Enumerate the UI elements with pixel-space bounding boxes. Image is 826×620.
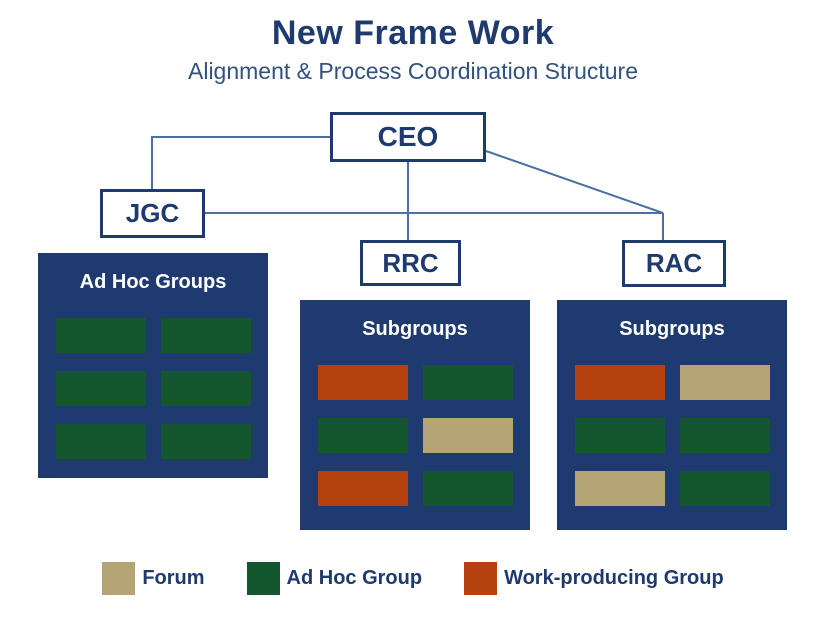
green-group-block [160, 424, 251, 459]
page-subtitle: Alignment & Process Coordination Structu… [188, 58, 638, 84]
green-group-block [679, 418, 770, 453]
red-group-block [574, 365, 665, 400]
green-group-block [317, 418, 408, 453]
node-jgc: JGC [100, 189, 205, 238]
green-group-block [55, 371, 146, 406]
blocks-grid [38, 318, 268, 459]
blocks-grid [300, 365, 530, 506]
green-group-block [422, 471, 513, 506]
green-group-block [55, 318, 146, 353]
legend-item-forum: Forum [102, 562, 205, 595]
legend-label: Forum [142, 567, 205, 589]
green-group-block [422, 365, 513, 400]
green-group-block [574, 418, 665, 453]
legend-item-work-producing-group: Work-producing Group [464, 562, 724, 595]
legend: Forum Ad Hoc Group Work-producing Group [0, 562, 826, 595]
legend-item-ad-hoc-group: Ad Hoc Group [246, 562, 423, 595]
work-producing-group-swatch [464, 562, 498, 595]
panel-title: Subgroups [619, 318, 725, 340]
tan-group-block [679, 365, 770, 400]
panel-title: Subgroups [362, 318, 468, 340]
legend-label: Ad Hoc Group [286, 567, 423, 589]
panel-rrc-subgroups: Subgroups [300, 300, 530, 530]
green-group-block [160, 371, 251, 406]
tan-group-block [574, 471, 665, 506]
node-rrc: RRC [360, 240, 461, 286]
page-title: New Frame Work [271, 14, 555, 52]
green-group-block [679, 471, 770, 506]
panel-title: Ad Hoc Groups [79, 271, 227, 293]
node-rac: RAC [622, 240, 726, 287]
line-ceo-to-jgc [151, 136, 330, 189]
node-ceo: CEO [330, 112, 486, 162]
ad-hoc-group-swatch [246, 562, 280, 595]
legend-label: Work-producing Group [504, 567, 724, 589]
line-ceo-to-junction [485, 150, 664, 214]
tan-group-block [422, 418, 513, 453]
green-group-block [160, 318, 251, 353]
forum-swatch [102, 562, 136, 595]
red-group-block [317, 471, 408, 506]
panel-ad-hoc-groups: Ad Hoc Groups [38, 253, 268, 478]
panel-rac-subgroups: Subgroups [557, 300, 787, 530]
red-group-block [317, 365, 408, 400]
green-group-block [55, 424, 146, 459]
blocks-grid [557, 365, 787, 506]
